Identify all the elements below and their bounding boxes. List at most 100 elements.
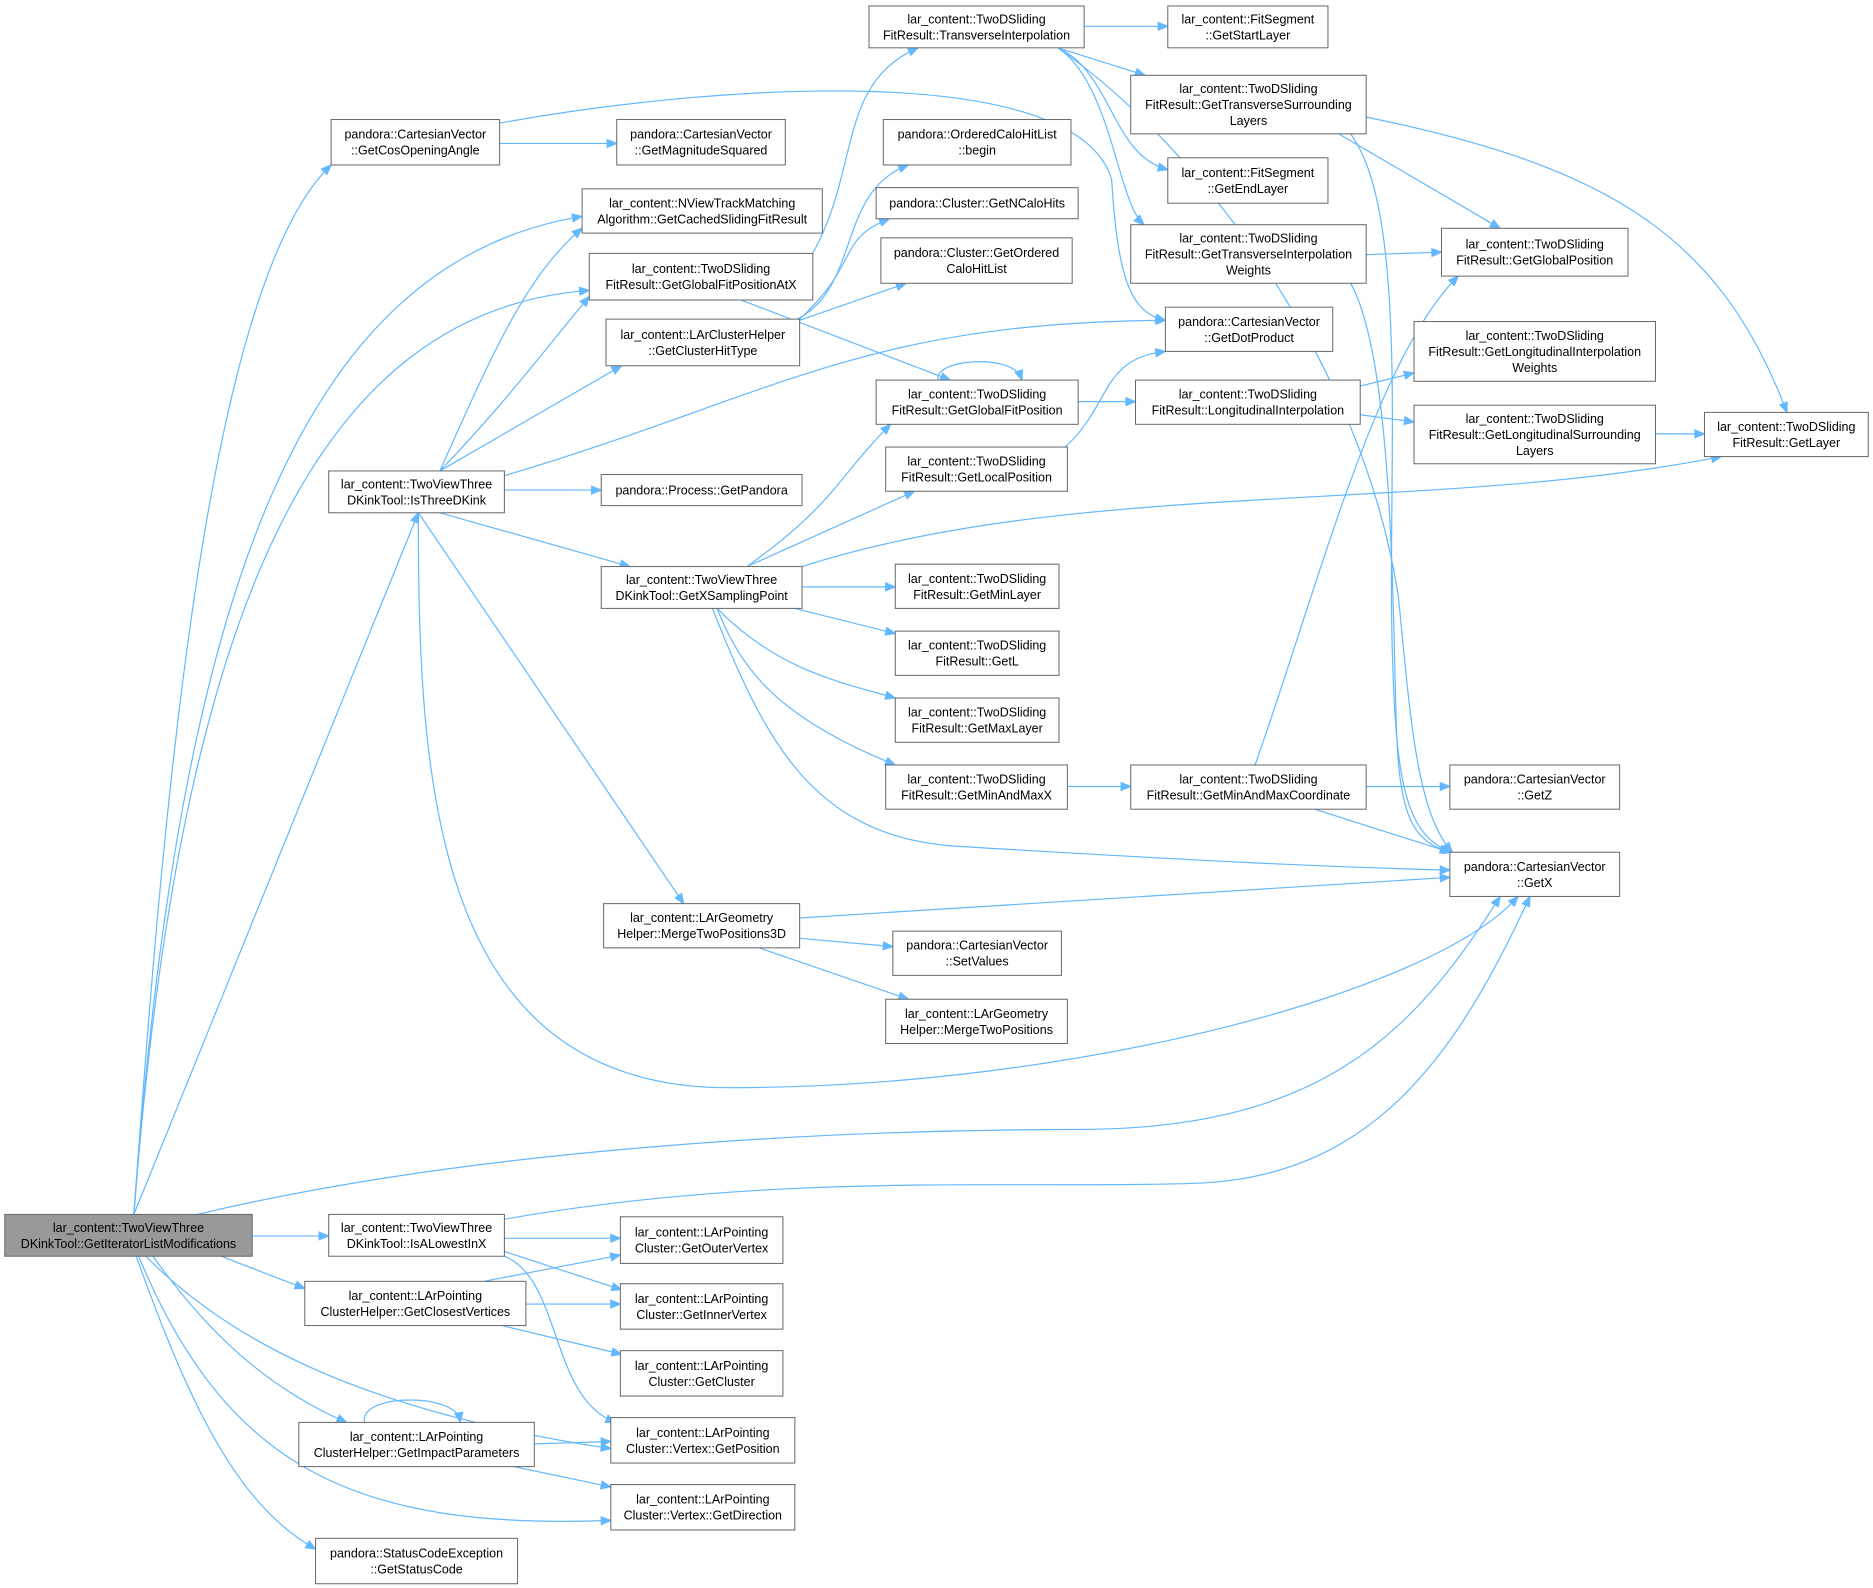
node-li[interactable]: lar_content::TwoDSlidingFitResult::Longi… [1135, 379, 1361, 425]
node-tsl[interactable]: lar_content::TwoDSlidingFitResult::GetTr… [1130, 74, 1367, 135]
edge-line [800, 219, 890, 319]
node-label-line: pandora::CartesianVector [344, 128, 486, 142]
node-label-line: lar_content::LArClusterHelper [620, 328, 785, 342]
node-label-line: lar_content::TwoViewThree [341, 1221, 492, 1235]
edge-li-to-lsl [1360, 415, 1416, 426]
node-label-line: lar_content::LArGeometry [905, 1007, 1049, 1021]
edge-cht-to-ochl [800, 282, 908, 321]
edge-arrowhead [571, 227, 584, 239]
node-glp[interactable]: lar_content::TwoDSlidingFitResult::GetLo… [885, 446, 1068, 492]
edge-arrowhead [1120, 781, 1133, 792]
node-box [875, 187, 1079, 220]
node-getlayer[interactable]: lar_content::TwoDSlidingFitResult::GetLa… [1703, 411, 1869, 458]
node-box [894, 563, 1060, 609]
node-mmc[interactable]: lar_content::TwoDSlidingFitResult::GetMi… [1130, 764, 1367, 810]
node-label-line: lar_content::TwoDSliding [907, 455, 1045, 469]
node-fsstart[interactable]: lar_content::FitSegment::GetStartLayer [1167, 5, 1329, 49]
node-box [304, 1280, 527, 1327]
node-minl[interactable]: lar_content::TwoDSlidingFitResult::GetMi… [894, 563, 1060, 609]
node-gfp[interactable]: lar_content::TwoDSlidingFitResult::GetGl… [875, 379, 1079, 425]
node-gpos[interactable]: lar_content::TwoDSlidingFitResult::GetGl… [1441, 227, 1629, 277]
node-xsamp[interactable]: lar_content::TwoViewThreeDKinkTool::GetX… [600, 566, 803, 609]
edge-root-to-status [136, 1256, 317, 1550]
node-status[interactable]: pandora::StatusCodeException::GetStatusC… [315, 1537, 519, 1585]
edge-line [1366, 117, 1787, 412]
node-merge2[interactable]: lar_content::LArGeometryHelper::MergeTwo… [885, 998, 1068, 1044]
node-gfpx[interactable]: lar_content::TwoDSlidingFitResult::GetGl… [588, 252, 814, 301]
node-cos[interactable]: pandora::CartesianVector::GetCosOpeningA… [330, 119, 501, 166]
node-box [1703, 411, 1869, 458]
node-label-line: pandora::CartesianVector [1464, 773, 1606, 787]
node-maxl[interactable]: lar_content::TwoDSlidingFitResult::GetMa… [894, 697, 1060, 743]
edge-arrowhead [897, 164, 910, 174]
node-lsl[interactable]: lar_content::TwoDSlidingFitResult::GetLo… [1413, 404, 1656, 465]
edge-line [800, 877, 1450, 918]
edge-arrowhead [1447, 274, 1460, 287]
edge-arrowhead [1155, 315, 1168, 326]
node-root[interactable]: lar_content::TwoViewThreeDKinkTool::GetI… [4, 1213, 253, 1257]
node-begin[interactable]: pandora::OrderedCaloHitList::begin [882, 119, 1072, 166]
node-getx[interactable]: pandora::CartesianVector::GetX [1449, 851, 1621, 897]
node-vdir[interactable]: lar_content::LArPointingCluster::Vertex:… [610, 1484, 796, 1531]
node-getpandora[interactable]: pandora::Process::GetPandora [600, 474, 803, 507]
edge-merge3d-to-getx [800, 873, 1452, 918]
node-is3d[interactable]: lar_content::TwoViewThreeDKinkTool::IsTh… [328, 470, 505, 514]
node-setv[interactable]: pandora::CartesianVector::SetValues [892, 930, 1062, 976]
edge-mmx-to-mmc [1067, 781, 1133, 792]
node-liw[interactable]: lar_content::TwoDSlidingFitResult::GetLo… [1413, 321, 1656, 382]
node-box [894, 630, 1060, 676]
node-inner[interactable]: lar_content::LArPointingCluster::GetInne… [619, 1283, 784, 1330]
node-box [1413, 404, 1656, 465]
node-magsq[interactable]: pandora::CartesianVector::GetMagnitudeSq… [616, 119, 786, 166]
node-closest[interactable]: lar_content::LArPointingClusterHelper::G… [304, 1280, 527, 1327]
node-getcluster[interactable]: lar_content::LArPointingCluster::GetClus… [619, 1350, 784, 1397]
node-label-line: pandora::CartesianVector [1178, 315, 1320, 329]
edge-arrowhead [1488, 219, 1502, 230]
node-tiw[interactable]: lar_content::TwoDSlidingFitResult::GetTr… [1130, 224, 1367, 284]
edge-root-to-gfpx [134, 286, 591, 1214]
edge-line [418, 513, 1518, 1088]
edge-line [1058, 48, 1145, 75]
node-cht[interactable]: lar_content::LArClusterHelper::GetCluste… [605, 318, 801, 367]
node-dot[interactable]: pandora::CartesianVector::GetDotProduct [1164, 306, 1334, 352]
edge-line [938, 362, 1022, 380]
node-box [1130, 74, 1367, 135]
node-box [1449, 851, 1621, 897]
node-label-line: FitResult::TransverseInterpolation [883, 28, 1070, 42]
node-cached[interactable]: lar_content::NViewTrackMatchingAlgorithm… [581, 188, 823, 234]
node-isalowest[interactable]: lar_content::TwoViewThreeDKinkTool::IsAL… [328, 1213, 505, 1257]
node-label-line: DKinkTool::GetXSamplingPoint [615, 589, 788, 603]
node-fsend[interactable]: lar_content::FitSegment::GetEndLayer [1167, 157, 1329, 204]
node-label-line: lar_content::TwoDSliding [1466, 329, 1604, 343]
node-label-line: FitResult::GetMinLayer [913, 588, 1041, 602]
edge-line [440, 366, 622, 471]
edge-line [797, 165, 908, 319]
node-merge3d[interactable]: lar_content::LArGeometryHelper::MergeTwo… [603, 903, 801, 949]
node-ncalo[interactable]: pandora::Cluster::GetNCaloHits [875, 187, 1079, 220]
edge-line [484, 1255, 620, 1281]
node-label-line: FitResult::GetMinAndMaxCoordinate [1147, 789, 1351, 803]
node-getz[interactable]: pandora::CartesianVector::GetZ [1449, 764, 1621, 810]
edge-xsamp-to-gfp [747, 423, 892, 566]
node-vpos[interactable]: lar_content::LArPointingCluster::Vertex:… [610, 1417, 796, 1464]
node-label-line: lar_content::LArPointing [636, 1493, 769, 1507]
node-box [1164, 306, 1334, 352]
edge-arrowhead [894, 282, 908, 292]
edge-ti-to-tiw [1058, 48, 1146, 226]
edge-line [741, 300, 950, 380]
node-outer[interactable]: lar_content::LArPointingCluster::GetOute… [619, 1216, 784, 1264]
edge-line [134, 290, 589, 1214]
edge-impact-to-vpos [534, 1437, 613, 1447]
edge-arrowhead [293, 1280, 307, 1290]
node-impact[interactable]: lar_content::LArPointingClusterHelper::G… [298, 1421, 535, 1468]
node-label-line: Cluster::GetInnerVertex [636, 1308, 767, 1322]
edge-line [1064, 351, 1166, 448]
node-ti[interactable]: lar_content::TwoDSlidingFitResult::Trans… [868, 5, 1085, 49]
node-mmx[interactable]: lar_content::TwoDSlidingFitResult::GetMi… [885, 764, 1068, 810]
edge-impact-to-vdir [514, 1467, 613, 1490]
node-box [892, 930, 1062, 976]
node-label-line: FitResult::GetMinAndMaxX [901, 789, 1052, 803]
